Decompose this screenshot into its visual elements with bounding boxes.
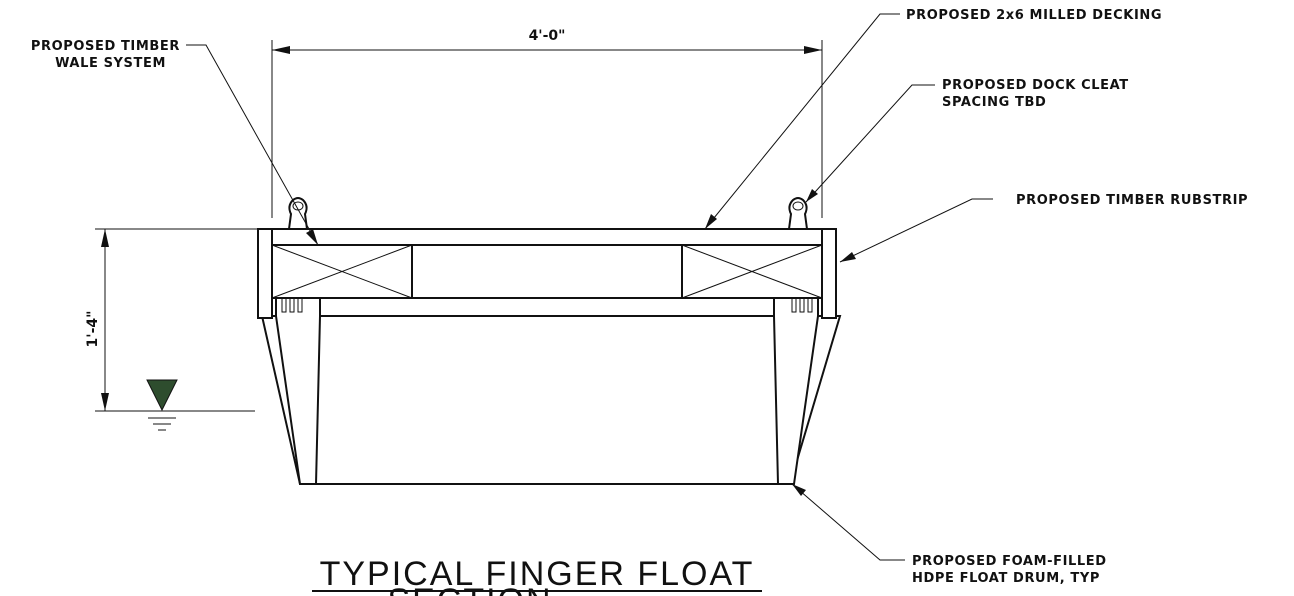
- width-dimension: 4'-0": [271, 28, 823, 218]
- leader-float-drum: [791, 483, 905, 561]
- dock-cleat-left: [287, 197, 309, 230]
- milled-decking: [271, 228, 823, 246]
- height-dimension: 1'-4": [85, 228, 272, 412]
- leader-rubstrip: [839, 198, 993, 263]
- label-wale-line2: WALE SYSTEM: [55, 56, 166, 71]
- float-drum: [260, 297, 842, 485]
- label-cleat-line2: SPACING TBD: [942, 95, 1046, 110]
- water-level-marker: [146, 379, 178, 431]
- label-rubstrip: PROPOSED TIMBER RUBSTRIP: [1016, 193, 1248, 208]
- label-cleat-line1: PROPOSED DOCK CLEAT: [942, 78, 1129, 93]
- leader-decking: [704, 13, 900, 230]
- dock-cleat-right: [787, 197, 809, 230]
- title-sub: SECTION: [387, 582, 552, 596]
- height-dimension-text: 1'-4": [85, 311, 101, 348]
- label-wale-line1: PROPOSED TIMBER: [31, 39, 180, 54]
- timber-rubstrip: [257, 228, 837, 319]
- drawing-title: TYPICAL FINGER FLOAT SECTION: [312, 555, 762, 596]
- label-drum-line2: HDPE FLOAT DRUM, TYP: [912, 571, 1100, 586]
- title-main: TYPICAL FINGER FLOAT: [320, 555, 755, 593]
- leader-dock-cleat: [805, 84, 935, 203]
- leader-wale-system: [186, 44, 319, 246]
- timber-wale-system: [271, 244, 823, 299]
- label-drum-line1: PROPOSED FOAM-FILLED: [912, 554, 1107, 569]
- width-dimension-text: 4'-0": [529, 28, 566, 44]
- label-decking: PROPOSED 2x6 MILLED DECKING: [906, 8, 1162, 23]
